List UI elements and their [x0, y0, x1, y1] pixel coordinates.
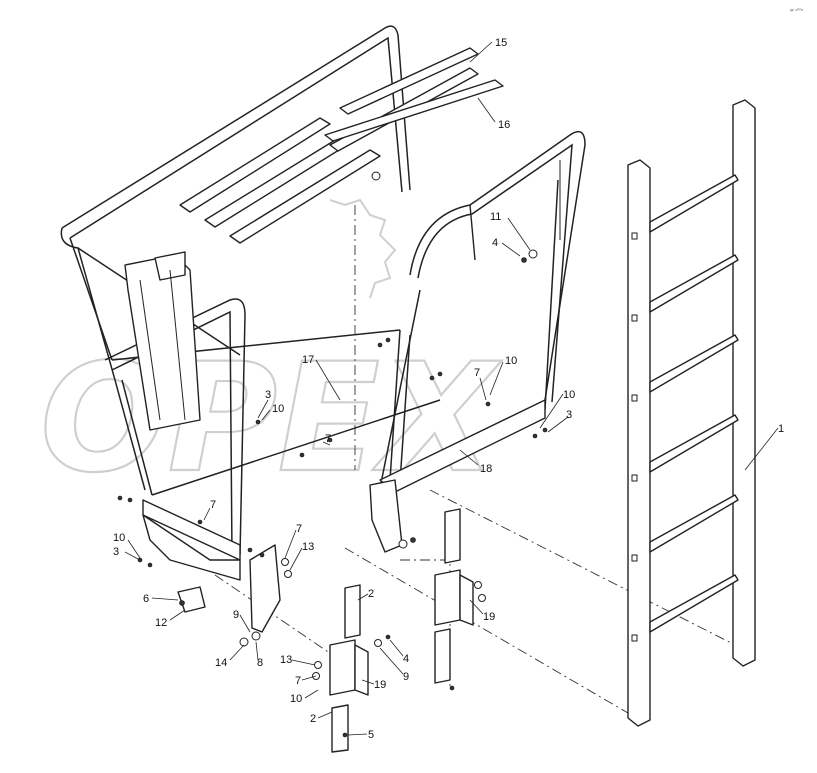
callout-3: 3: [566, 409, 572, 421]
callout-10: 10: [290, 693, 302, 705]
callout-15: 15: [495, 37, 507, 49]
leader-lines: [124, 41, 779, 736]
callout-3: 3: [265, 389, 271, 401]
callout-7: 7: [210, 499, 216, 511]
callout-12: 12: [155, 617, 167, 629]
callout-10: 10: [505, 355, 517, 367]
callout-4: 4: [403, 653, 409, 665]
callout-19: 19: [483, 611, 495, 623]
callout-6: 6: [143, 593, 149, 605]
callout-19: 19: [374, 679, 386, 691]
callout-8: 8: [257, 657, 263, 669]
callout-13: 13: [302, 541, 314, 553]
callout-7: 7: [296, 523, 302, 535]
callout-labels: 15 16 11 4 17 10 7 10 3 3 10 7 18 1 7 10…: [113, 37, 784, 741]
callout-10: 10: [272, 403, 284, 415]
callout-2: 2: [368, 588, 374, 600]
mounting-brackets: [177, 508, 474, 753]
fasteners: [117, 171, 548, 738]
callout-4: 4: [492, 237, 498, 249]
callout-10: 10: [563, 389, 575, 401]
callout-7: 7: [474, 367, 480, 379]
callout-1: 1: [778, 423, 784, 435]
callout-11: 11: [490, 211, 501, 223]
ladder: [627, 99, 756, 727]
callout-18: 18: [480, 463, 492, 475]
callout-5: 5: [368, 729, 374, 741]
callout-7: 7: [325, 433, 331, 445]
callout-2: 2: [310, 713, 316, 725]
side-rail-gate: [369, 130, 586, 553]
callout-3: 3: [113, 546, 119, 558]
reference-code: ᵍᵖ ⁴⁰⁰⁶: [790, 8, 803, 14]
callout-10: 10: [113, 532, 125, 544]
callout-14: 14: [215, 657, 227, 669]
platform-guardrail: [60, 25, 504, 581]
callout-9: 9: [233, 609, 239, 621]
callout-7: 7: [295, 675, 301, 687]
callout-13: 13: [280, 654, 292, 666]
callout-9: 9: [403, 671, 409, 683]
callout-16: 16: [498, 119, 510, 131]
callout-17: 17: [302, 354, 314, 366]
